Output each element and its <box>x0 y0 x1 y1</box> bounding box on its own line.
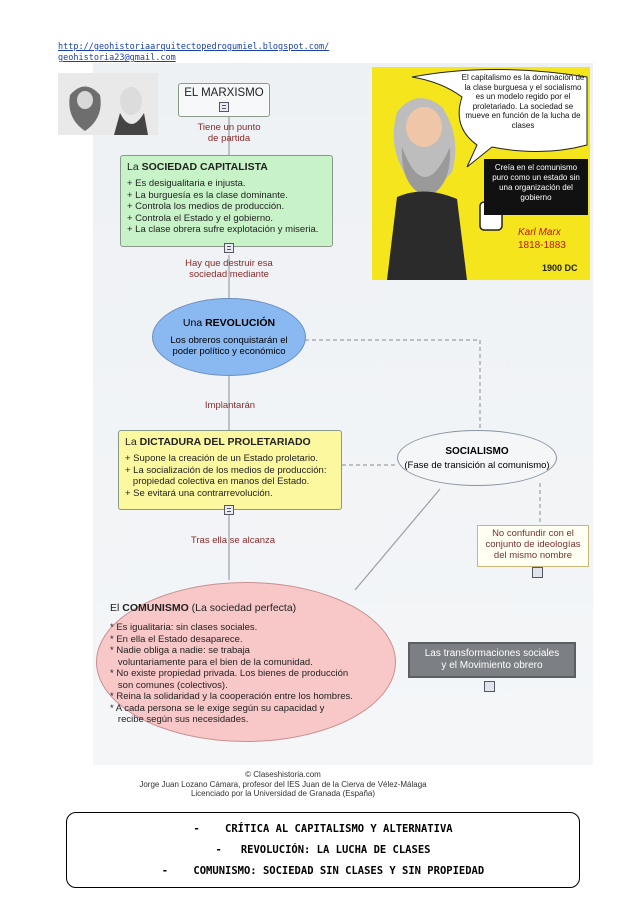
socialism-title: SOCIALISMO <box>445 445 509 457</box>
capitalist-society-box[interactable]: La SOCIEDAD CAPITALISTA + Es desigualita… <box>120 155 333 247</box>
speech-bubble <box>411 69 588 168</box>
era-label: 1900 DC <box>542 263 578 273</box>
credits-site: © Claseshistoria.com <box>245 770 321 779</box>
communism-ellipse[interactable] <box>96 582 396 742</box>
marx-years: 1818-1883 <box>518 240 566 251</box>
speech-text: El capitalismo es la dominación de la cl… <box>461 73 585 130</box>
credits: © Claseshistoria.com Jorge Juan Lozano C… <box>93 770 473 799</box>
document-icon[interactable] <box>219 102 229 112</box>
summary-line-3: - COMUNISMO: SOCIEDAD SIN CLASES Y SIN P… <box>161 865 485 877</box>
revolution-ellipse[interactable]: Una REVOLUCIÓN Los obreros conquistarán … <box>152 298 306 376</box>
socialism-text: (Fase de transición al comunismo) <box>404 459 550 471</box>
concept-map-icon[interactable] <box>484 681 495 692</box>
summary-line-1: - CRÍTICA AL CAPITALISMO Y ALTERNATIVA <box>193 823 453 835</box>
socialism-ellipse[interactable]: SOCIALISMO (Fase de transición al comuni… <box>397 430 557 486</box>
capitalist-list: + Es desigualitaria e injusta. + La burg… <box>127 178 319 235</box>
concept-map-icon[interactable] <box>532 567 543 578</box>
note-line-2: conjunto de ideologías <box>485 539 581 550</box>
credits-author: Jorge Juan Lozano Cámara, profesor del I… <box>139 779 427 789</box>
revolution-title: Una REVOLUCIÓN <box>182 317 276 329</box>
karl-marx-panel: El capitalismo es la dominación de la cl… <box>372 67 590 280</box>
marx-illustration <box>387 69 588 280</box>
document-icon[interactable] <box>224 505 234 515</box>
dictatorship-list: + Supone la creación de un Estado prolet… <box>125 453 327 499</box>
line-socialism-communism <box>354 488 441 591</box>
marx-engels-portraits <box>58 73 158 135</box>
revolution-text-2: poder político y económico <box>172 346 286 357</box>
capitalist-title: La SOCIEDAD CAPITALISTA <box>127 161 268 173</box>
dictatorship-title: La DICTADURA DEL PROLETARIADO <box>125 436 311 448</box>
transformaciones-line-2: y el Movimiento obrero <box>441 660 543 671</box>
marxism-title-box[interactable]: EL MARXISMO <box>178 83 270 117</box>
revolution-text-1: Los obreros conquistarán el <box>170 335 288 346</box>
note-line-1: No confundir con el <box>492 528 574 539</box>
dictatorship-box[interactable]: La DICTADURA DEL PROLETARIADO + Supone l… <box>118 430 342 510</box>
transformaciones-line-1: Las transformaciones sociales <box>424 648 560 659</box>
summary-box: - CRÍTICA AL CAPITALISMO Y ALTERNATIVA -… <box>66 812 580 888</box>
note-line-3: del mismo nombre <box>493 550 573 561</box>
transformaciones-box[interactable]: Las transformaciones sociales y el Movim… <box>408 642 576 678</box>
link-label-3: Implantarán <box>204 400 256 411</box>
summary-line-2: - REVOLUCIÓN: LA LUCHA DE CLASES <box>215 844 431 856</box>
document-icon[interactable] <box>224 243 234 253</box>
line-revolution-socialism <box>305 339 481 430</box>
marxism-title: EL MARXISMO <box>184 87 264 99</box>
portraits-image <box>69 86 148 135</box>
communism-list: * Es igualitaria: sin clases sociales. *… <box>110 622 353 725</box>
email-link[interactable]: geohistoria23@gmail.com <box>58 53 176 63</box>
link-label-4: Tras ella se alcanza <box>190 535 276 546</box>
blog-link[interactable]: http://geohistoriaarquitectopedrogumiel.… <box>58 42 330 52</box>
marx-name: Karl Marx <box>518 227 561 238</box>
note-box[interactable]: No confundir con el conjunto de ideologí… <box>477 525 589 567</box>
credits-degree: Licenciado por la Universidad de Granada… <box>190 789 376 798</box>
communism-content: El COMUNISMO (La sociedad perfecta) * Es… <box>110 602 390 726</box>
black-info-box: Creía en el comunismo puro como un estad… <box>484 159 588 215</box>
communism-title: El COMUNISMO (La sociedad perfecta) <box>110 602 297 614</box>
